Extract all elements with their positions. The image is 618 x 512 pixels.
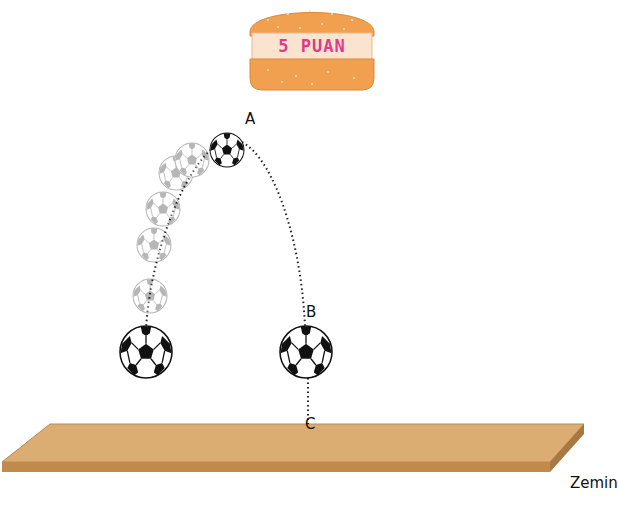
burger-node: 5 PUAN: [248, 2, 376, 92]
point-label: B: [306, 305, 316, 320]
floor: [2, 424, 584, 472]
score-text: 5 PUAN: [248, 38, 376, 55]
trajectory: [146, 139, 305, 330]
point-label: C: [305, 417, 315, 432]
ball-start: [120, 326, 172, 378]
ghost-balls: [133, 143, 209, 313]
ball-b: [280, 326, 332, 378]
point-label: Zemin: [570, 476, 618, 491]
ball-top: [210, 133, 244, 167]
point-label: A: [245, 112, 255, 127]
